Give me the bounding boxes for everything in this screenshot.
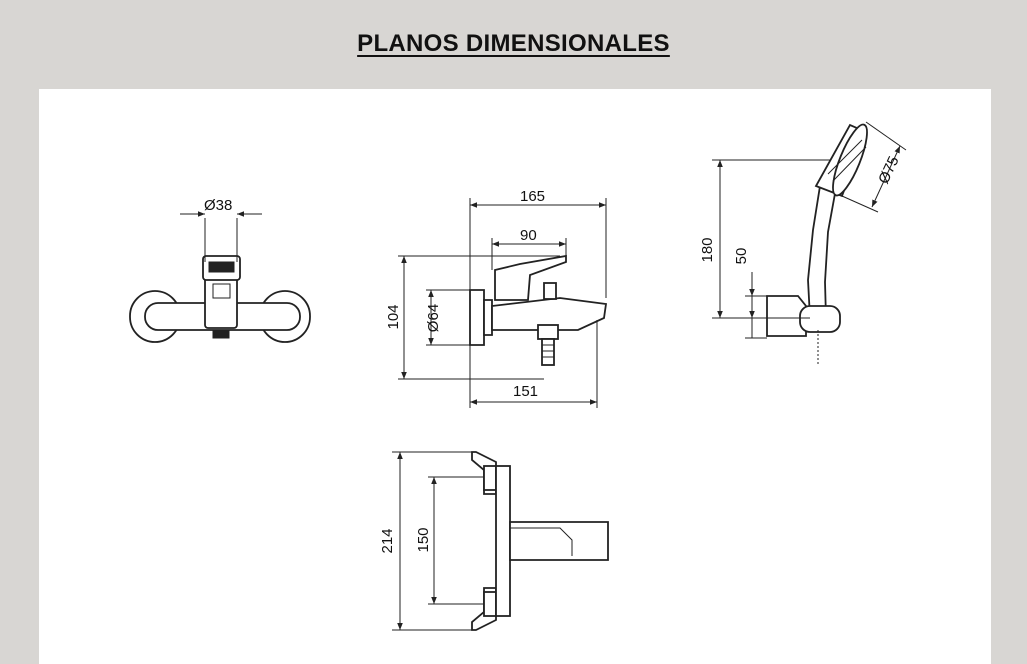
front-view: Ø38 [129,197,311,343]
dim-spout-151: 151 [513,383,538,400]
dim-holder-50: 50 [733,248,750,265]
dimensional-drawing: Ø38 165 90 104 Ø64 [129,121,907,631]
side-view: 165 90 104 Ø64 151 [385,188,608,408]
dim-centers-150: 150 [415,527,432,552]
handshower-view: 180 50 Ø75 [699,121,907,366]
drawing-panel: Ø38 165 90 104 Ø64 [39,89,991,664]
dim-height-104: 104 [385,304,402,329]
top-view: 214 150 [379,451,609,631]
page-title: PLANOS DIMENSIONALES [357,30,670,57]
dim-total-height-180: 180 [699,237,716,262]
dim-width-214: 214 [379,528,396,553]
dim-diameter-38: Ø38 [204,197,232,214]
dim-depth-165: 165 [520,188,545,205]
dim-flange-64: Ø64 [425,304,442,332]
dim-lever-90: 90 [520,227,537,244]
dim-head-75: Ø75 [875,154,902,187]
